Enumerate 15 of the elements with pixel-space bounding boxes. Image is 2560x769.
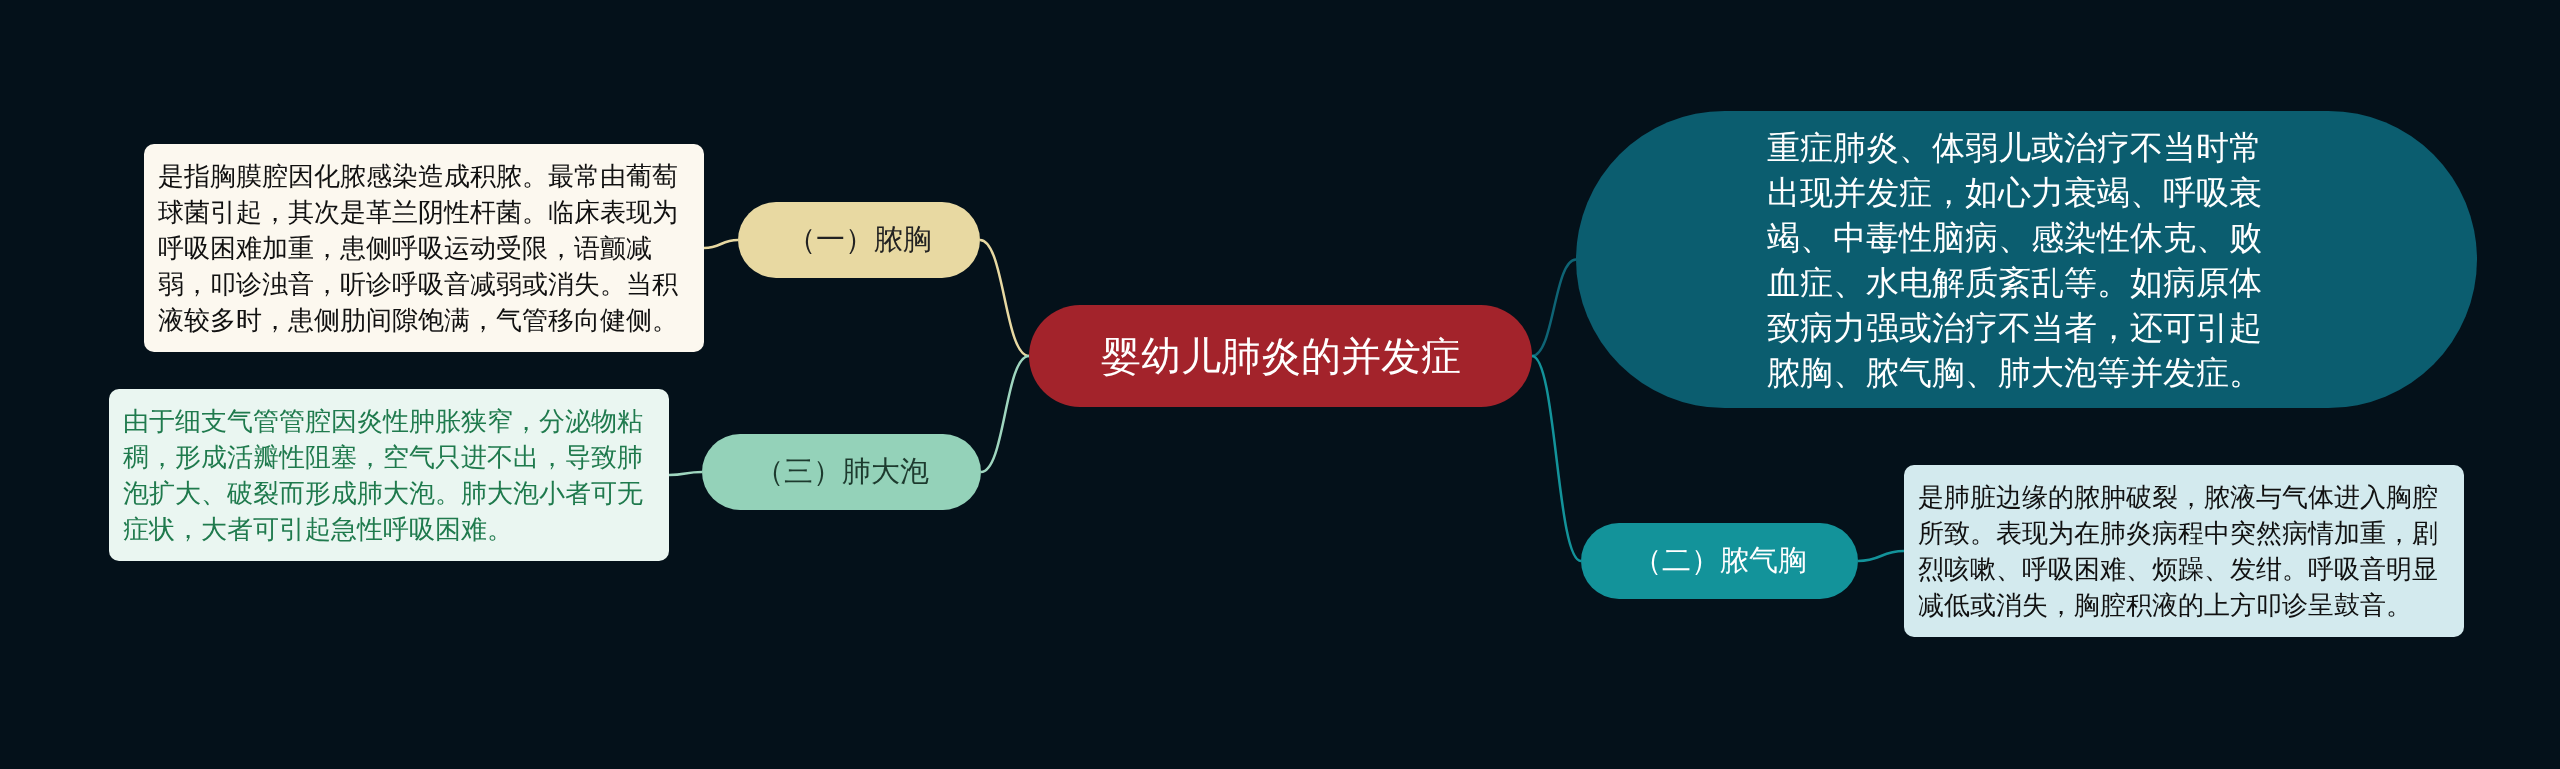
connector-line	[980, 354, 1030, 474]
note-card: 是肺脏边缘的脓肿破裂，脓液与气体进入胸腔所致。表现为在肺炎病程中突然病情加重，剧烈咳嗽、呼吸困难、烦躁、发绀。呼吸音明显减低或消失，胸腔积液的上方叩诊呈鼓音。	[1904, 465, 2464, 637]
connector-line	[1531, 355, 1582, 562]
topic-pill: （一）脓胸	[738, 202, 980, 278]
topic-pill: （二）脓气胸	[1581, 523, 1858, 599]
connector-line	[703, 238, 739, 250]
connector-line	[669, 470, 702, 477]
connector-line	[979, 238, 1030, 358]
note-card: 由于细支气管管腔因炎性肿胀狭窄，分泌物粘稠，形成活瓣性阻塞，空气只进不出，导致肺泡扩大、破裂而形成肺大泡。肺大泡小者可无症状，大者可引起急性呼吸困难。	[109, 389, 669, 561]
connector-line	[1531, 258, 1577, 358]
central-topic: 婴幼儿肺炎的并发症	[1029, 305, 1532, 407]
note-text: 重症肺炎、体弱儿或治疗不当时常出现并发症，如心力衰竭、呼吸衰竭、中毒性脑病、感染性休克、败血症、水电解质紊乱等。如病原体致病力强或治疗不当者，还可引起脓胸、脓气胸、肺大泡等并发症。	[1766, 127, 2263, 393]
topic-pill: （三）肺大泡	[702, 434, 981, 510]
note-card: 是指胸膜腔因化脓感染造成积脓。最常由葡萄球菌引起，其次是革兰阴性杆菌。临床表现为呼吸困难加重，患侧呼吸运动受限，语颤减弱，叩诊浊音，听诊呼吸音减弱或消失。当积液较多时，患侧肋间隙饱满，气管移向健侧。	[144, 144, 704, 352]
connector-line	[1857, 549, 1905, 563]
